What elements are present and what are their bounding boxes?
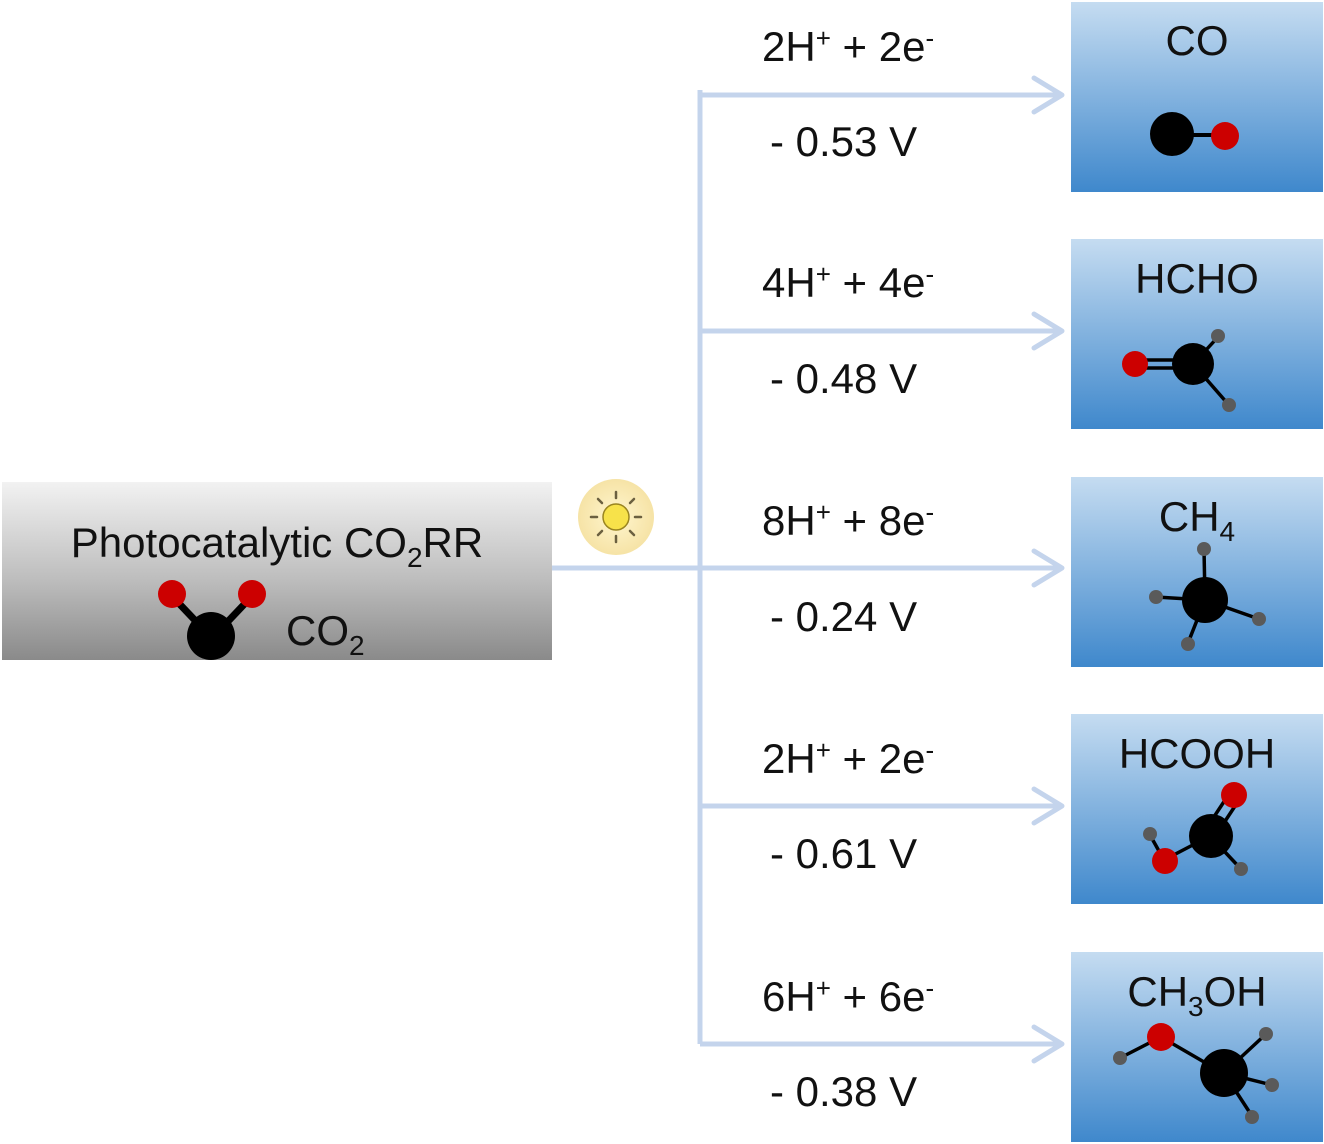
hcooh-molecule bbox=[1143, 782, 1248, 876]
product-box-ch4 bbox=[1071, 477, 1323, 667]
product-name: CH4 bbox=[1158, 493, 1236, 547]
source-box bbox=[2, 482, 552, 660]
product-name: HCHO bbox=[1135, 255, 1259, 302]
product-name: CO bbox=[1165, 17, 1229, 64]
co-molecule bbox=[1150, 112, 1239, 156]
product-box-co bbox=[1071, 2, 1323, 192]
potential-label: - 0.24 V bbox=[770, 593, 918, 640]
potential-label: - 0.53 V bbox=[770, 118, 918, 165]
reaction-label: 4H+ + 4e- bbox=[762, 259, 935, 306]
potential-label: - 0.38 V bbox=[770, 1068, 918, 1115]
product-box-ch3oh bbox=[1071, 952, 1323, 1142]
arrow-heads bbox=[1031, 75, 1065, 1064]
product-box-hcooh bbox=[1071, 714, 1323, 904]
source-title: Photocatalytic CO2RR bbox=[70, 519, 484, 573]
product-name: CH3OH bbox=[1127, 968, 1267, 1022]
sun-icon bbox=[578, 479, 654, 555]
connector-lines bbox=[552, 90, 1060, 1047]
reaction-label: 2H+ + 2e- bbox=[762, 735, 935, 782]
ch4-molecule bbox=[1149, 542, 1266, 651]
hcho-molecule bbox=[1122, 329, 1236, 412]
reaction-label: 2H+ + 2e- bbox=[762, 23, 935, 70]
product-name: HCOOH bbox=[1118, 730, 1276, 777]
potential-label: - 0.61 V bbox=[770, 830, 918, 877]
product-box-hcho bbox=[1071, 239, 1323, 429]
source-formula: CO2 bbox=[286, 607, 365, 661]
reaction-label: 6H+ + 6e- bbox=[762, 973, 935, 1020]
potential-label: - 0.48 V bbox=[770, 355, 918, 402]
co2-molecule bbox=[158, 580, 266, 660]
reaction-label: 8H+ + 8e- bbox=[762, 497, 935, 544]
ch3oh-molecule bbox=[1113, 1023, 1279, 1124]
